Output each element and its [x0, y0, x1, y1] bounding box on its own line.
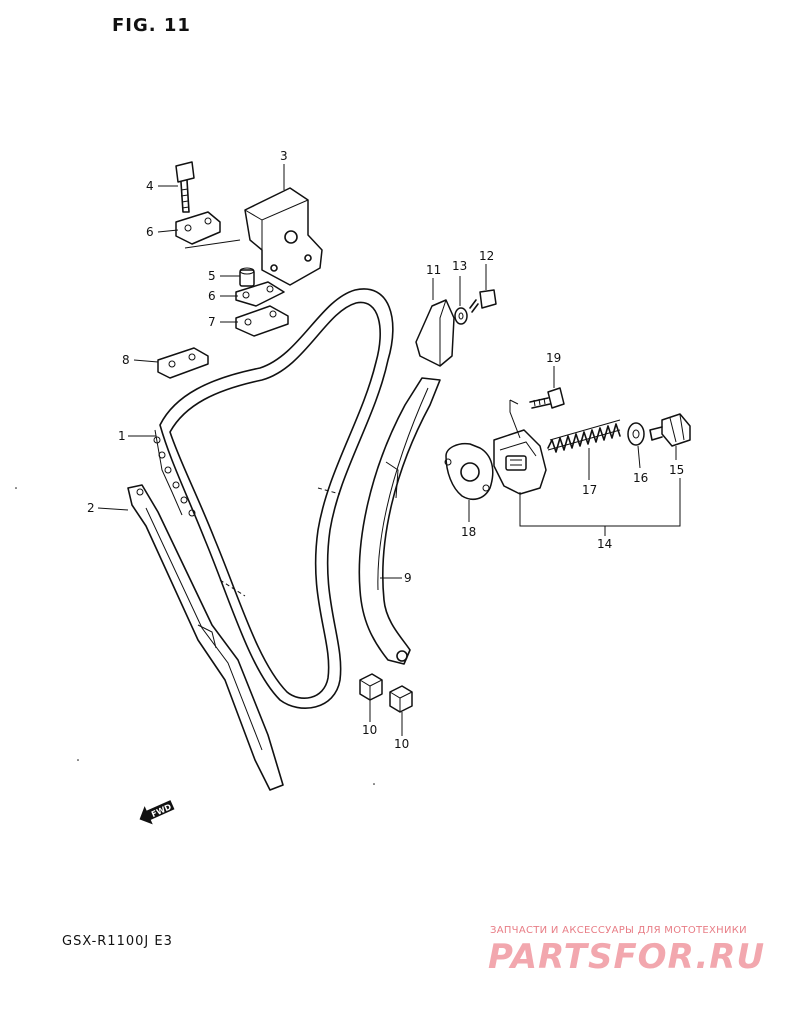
chain-guide-rear: [127, 484, 284, 791]
tensioner-spring: [547, 419, 621, 453]
bushing: [239, 267, 255, 287]
tensioner-body: [493, 429, 547, 495]
bolt-tensioner: [529, 387, 565, 409]
tensioner-gasket: [444, 442, 494, 501]
callout-17: 17: [582, 483, 597, 497]
scan-dot: [373, 783, 375, 785]
leader-6a-to-3: [184, 239, 241, 249]
assembly-bracket: [519, 478, 681, 527]
callout-1: 1: [118, 429, 126, 443]
chain-tensioner-guide: [358, 377, 441, 665]
callout-14: 14: [597, 537, 612, 551]
model-code: GSX-R1100J E3: [62, 934, 173, 949]
washer-tensioner: [627, 422, 645, 446]
forward-arrow: FWD: [139, 800, 175, 825]
callout-11: 11: [426, 263, 441, 277]
damper-b: [389, 685, 413, 713]
callout-18: 18: [461, 525, 476, 539]
bolt-upper-guide: [175, 161, 195, 213]
callout-2: 2: [87, 501, 95, 515]
washer-hole: [458, 312, 464, 320]
callout-13: 13: [452, 259, 467, 273]
plate-lower: [235, 281, 285, 307]
washer-tensioner-hole: [632, 429, 640, 439]
forward-arrow-label: FWD: [150, 802, 173, 819]
callouts: 1 2 3 4 5 6 6 7 8 9 10 10 11 12 13 14 15…: [87, 149, 684, 751]
bolt-small-guide: [469, 289, 497, 313]
callout-19: 19: [546, 351, 561, 365]
callout-10a: 10: [362, 723, 377, 737]
chain-links-detail: [153, 436, 196, 517]
callout-6a: 6: [146, 225, 154, 239]
watermark: ЗАПЧАСТИ И АКСЕССУАРЫ ДЛЯ МОТОТЕХНИКИ PA…: [488, 925, 765, 977]
plate-left: [157, 347, 209, 379]
rubber-plate: [235, 305, 289, 337]
callout-16: 16: [633, 471, 648, 485]
chain-guide-small: [415, 299, 455, 367]
callout-6b: 6: [208, 289, 216, 303]
callout-4: 4: [146, 179, 154, 193]
watermark-brand: PARTSFOR.RU: [488, 937, 765, 977]
washer: [454, 307, 468, 325]
watermark-tagline: ЗАПЧАСТИ И АКСЕССУАРЫ ДЛЯ МОТОТЕХНИКИ: [490, 925, 747, 936]
damper-a: [359, 673, 383, 701]
leader-19-to-body: [509, 399, 521, 439]
callout-9: 9: [404, 571, 412, 585]
callout-15: 15: [669, 463, 684, 477]
figure-title: FIG. 11: [112, 15, 191, 36]
callout-12: 12: [479, 249, 494, 263]
scan-dot: [77, 759, 79, 761]
scan-dot: [15, 487, 17, 489]
chain-guide-upper: [244, 187, 323, 286]
leader-lines: [97, 164, 677, 736]
callout-7: 7: [208, 315, 216, 329]
cam-chain: [153, 288, 394, 709]
callout-3: 3: [280, 149, 288, 163]
callout-8: 8: [122, 353, 130, 367]
callout-10b: 10: [394, 737, 409, 751]
tensioner-cap-bolt: [649, 413, 691, 447]
callout-5: 5: [208, 269, 216, 283]
plate-upper: [175, 211, 221, 245]
